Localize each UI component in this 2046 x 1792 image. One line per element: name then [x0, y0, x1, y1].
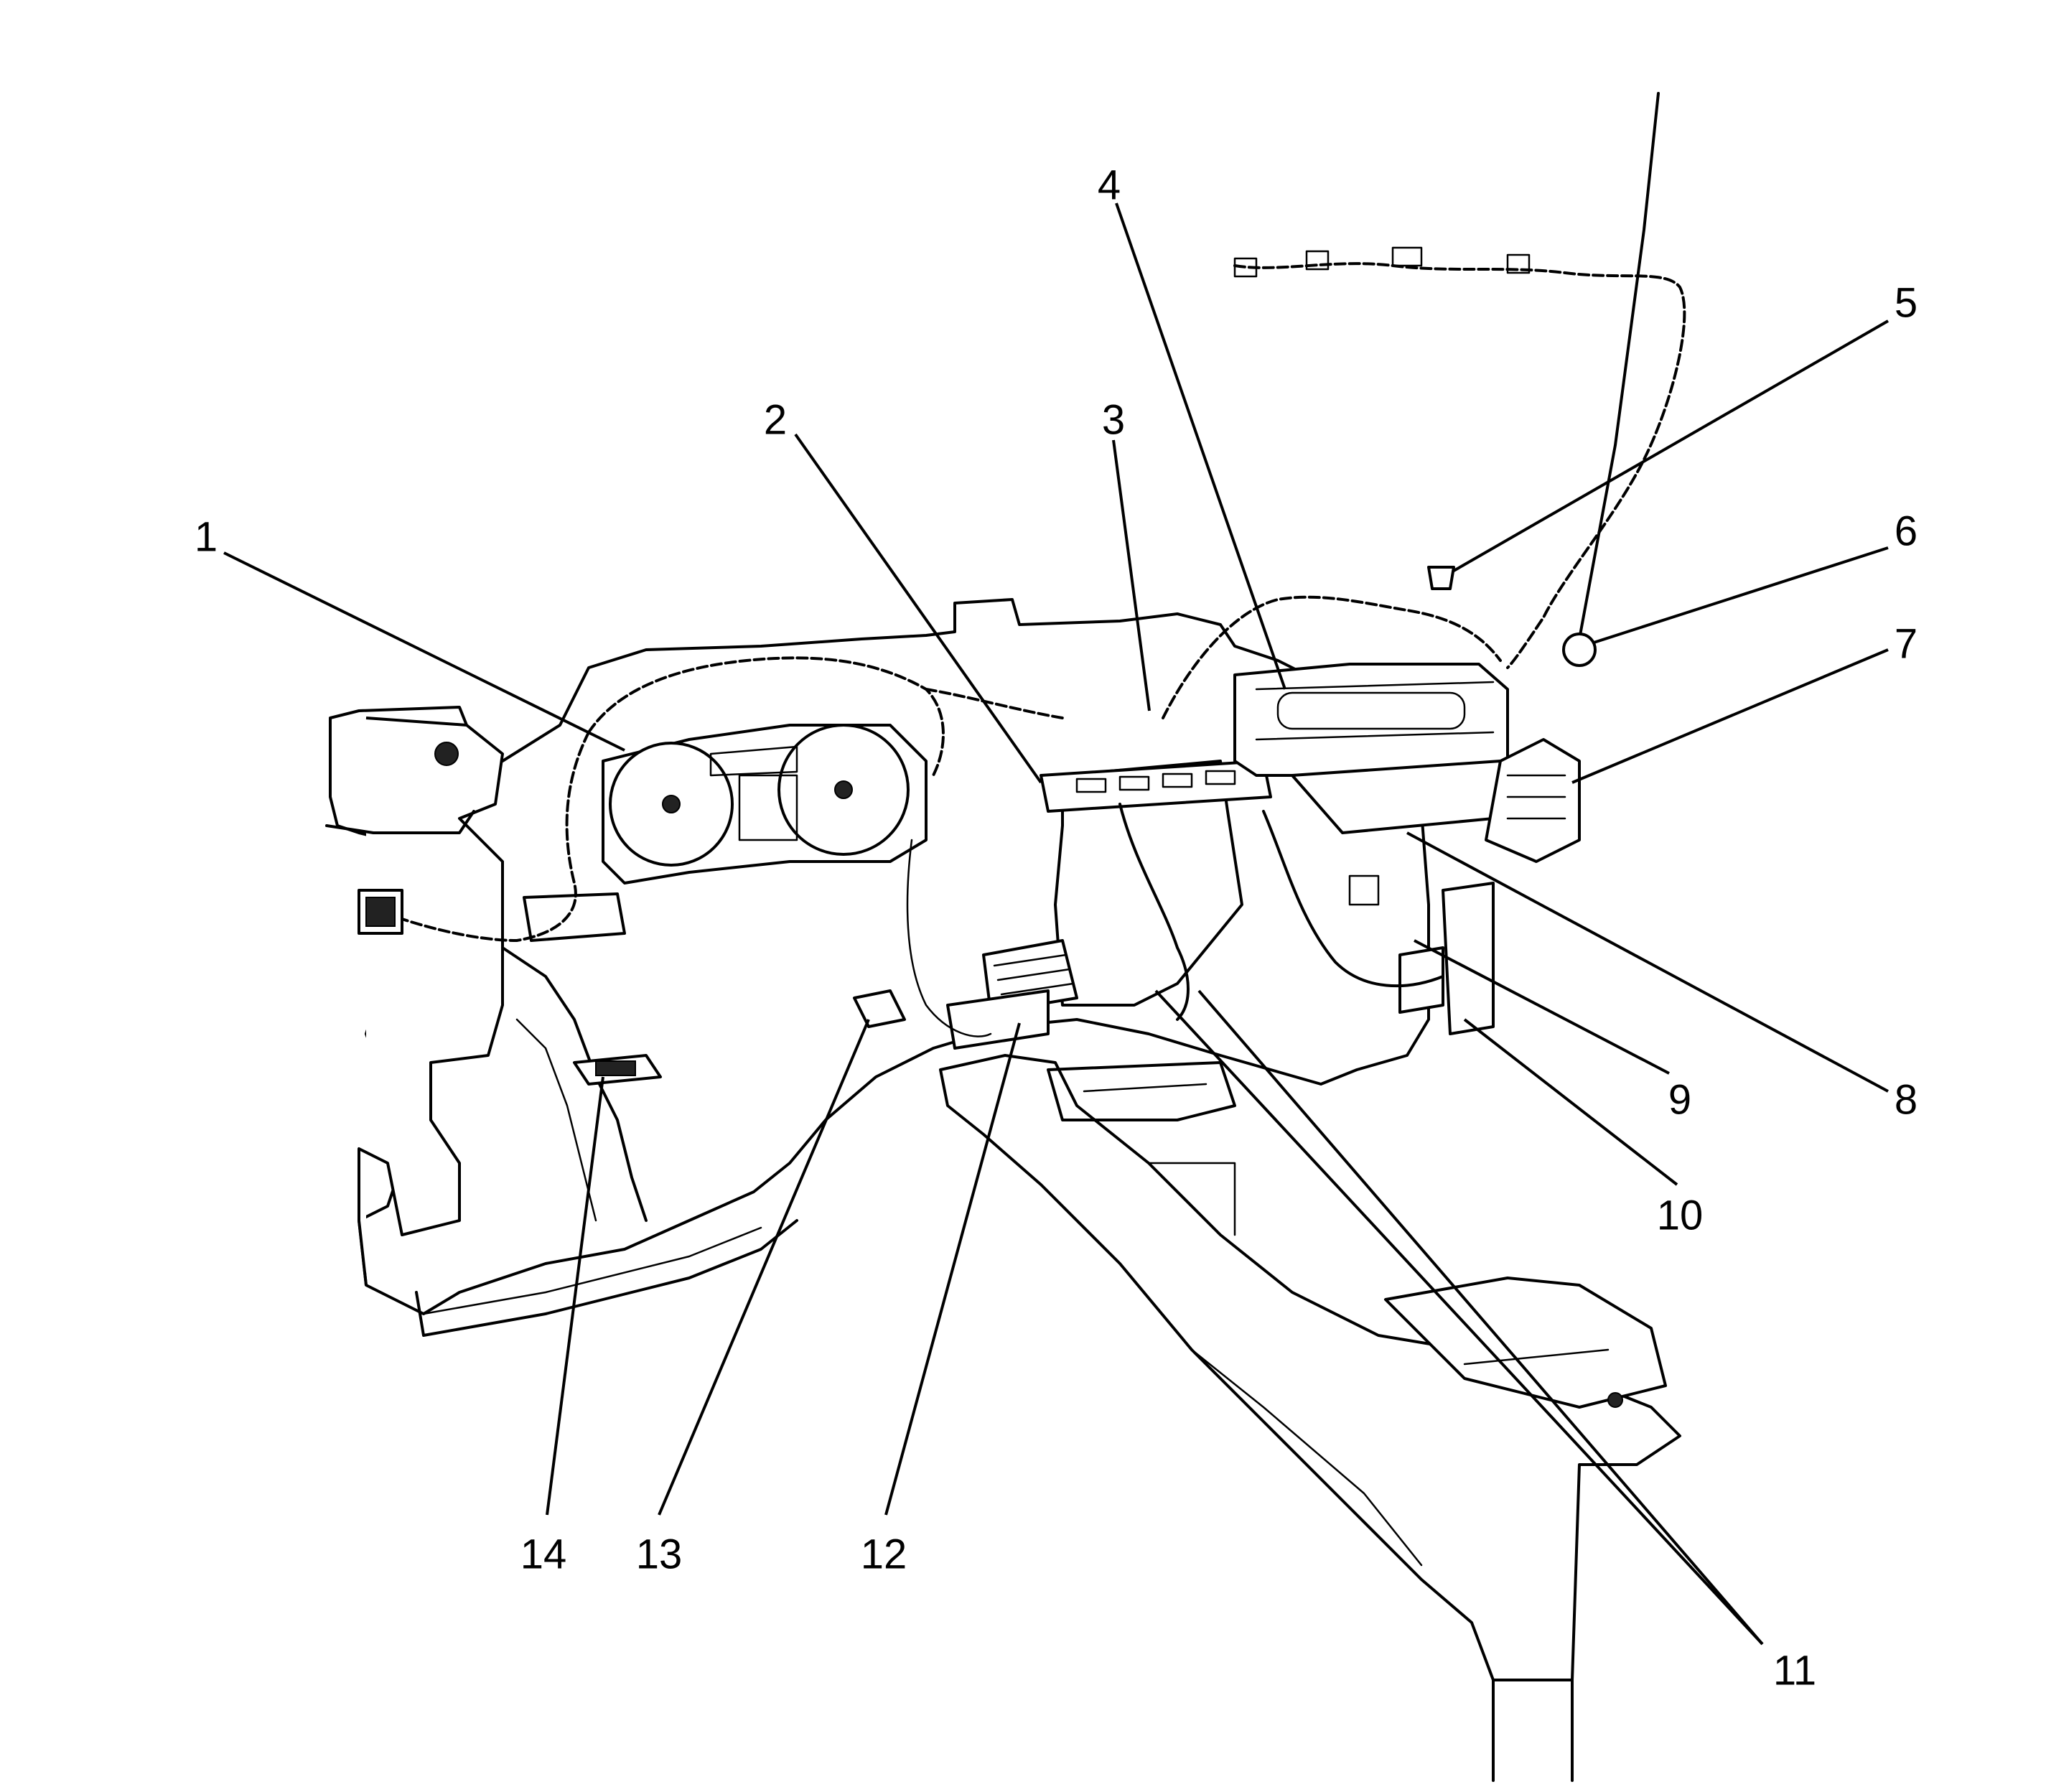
- leader-12: [884, 1022, 1021, 1516]
- instrument-cluster: [602, 724, 928, 885]
- lower-ledge: [415, 1219, 798, 1337]
- leader-4: [1115, 202, 1286, 690]
- passenger-airbag-module: [1233, 663, 1509, 834]
- leader-11a: [1154, 989, 1764, 1646]
- callout-1: 1: [195, 514, 218, 561]
- right-module: [1485, 738, 1581, 863]
- callout-3: 3: [1102, 397, 1125, 444]
- leader-14: [546, 1076, 604, 1516]
- callout-14: 14: [520, 1531, 567, 1578]
- leader-11b: [1197, 989, 1764, 1646]
- main-harness-trunk: [587, 595, 1502, 777]
- leader-13: [658, 1019, 870, 1516]
- leader-8: [1406, 831, 1889, 1093]
- callout-13: 13: [636, 1531, 683, 1578]
- callout-9: 9: [1668, 1077, 1691, 1124]
- right-connector-bracket: [1348, 874, 1495, 1035]
- left-lower-structure-2: [515, 1018, 597, 1222]
- center-control-module: [1040, 760, 1272, 813]
- callout-2: 2: [764, 397, 787, 444]
- leader-5: [1453, 319, 1889, 572]
- left-end-bolt: [434, 742, 459, 766]
- lower-harness-branch: [906, 839, 992, 1037]
- leader-lines: [223, 202, 1889, 1646]
- antenna-grommet: [1562, 633, 1597, 667]
- callout-6: 6: [1895, 508, 1917, 555]
- leader-3: [1112, 439, 1151, 711]
- leader-10: [1463, 1018, 1678, 1186]
- left-side-connectors: [358, 889, 626, 942]
- leader-1: [223, 551, 625, 752]
- callout-11: 11: [1773, 1648, 1816, 1694]
- leader-7: [1571, 648, 1889, 784]
- callout-12: 12: [861, 1531, 907, 1578]
- callout-5: 5: [1895, 280, 1917, 327]
- instrument-panel-illustration: [325, 92, 1686, 1782]
- callout-4: 4: [1098, 162, 1121, 209]
- callout-labels: 1 2 3 4 5 6 7 8 9 10 11 12 13 14: [195, 162, 1917, 1694]
- center-connector-block: [946, 939, 1078, 1050]
- leader-2: [794, 433, 1042, 784]
- right-harness-branch: [1262, 810, 1444, 988]
- leader-6: [1593, 546, 1889, 644]
- callout-8: 8: [1895, 1077, 1917, 1124]
- callout-7: 7: [1895, 621, 1917, 668]
- lower-ledge-inner: [422, 1226, 762, 1315]
- callout-10: 10: [1657, 1193, 1704, 1239]
- roof-harness: [1233, 262, 1686, 669]
- left-end-panel: [358, 717, 504, 1286]
- knee-connector: [853, 989, 906, 1028]
- center-harness-branch: [1118, 803, 1190, 1021]
- leader-9: [1414, 939, 1670, 1075]
- pillar-clip: [1427, 566, 1455, 590]
- antenna-lead: [1578, 92, 1660, 640]
- roof-harness-connectors: [1233, 246, 1531, 278]
- left-harness-branch: [401, 731, 590, 942]
- left-end-flange: [325, 810, 475, 834]
- floor-console: [939, 1054, 1681, 1782]
- left-floor-connector: [573, 1054, 662, 1086]
